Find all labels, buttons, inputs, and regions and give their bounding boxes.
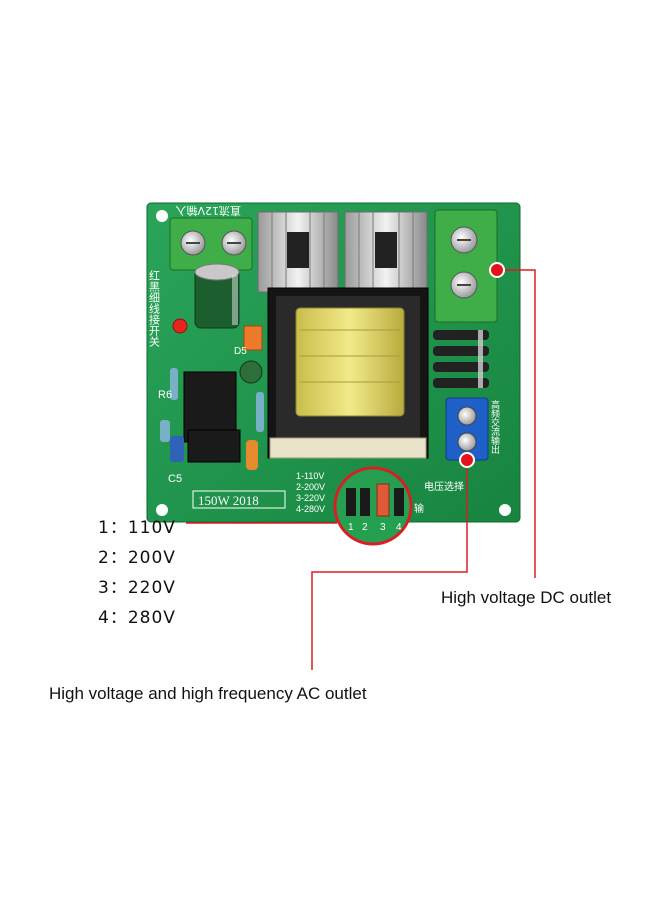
board-top-label: 直流12V输入 [175, 204, 241, 218]
dc-callout-line [497, 269, 536, 578]
jumper-option-1: 1-110V [296, 471, 324, 481]
board-d5-label: D5 [234, 346, 247, 357]
diodes [433, 330, 489, 388]
voltage-value: 220V [127, 578, 176, 598]
model-label-box: 150W 2018 [192, 490, 286, 509]
board-right-vertical-label: 高频交流输出 [489, 399, 500, 455]
input-terminal-block [169, 217, 253, 271]
heatsink-right [344, 211, 428, 293]
dc-output-terminal [434, 209, 498, 323]
voltage-item: 1：110V [98, 513, 176, 538]
callout-markers [459, 262, 505, 468]
output-char: 输 [414, 502, 424, 515]
voltage-num: 2： [98, 548, 128, 568]
voltage-item: 2：200V [98, 543, 176, 568]
pin-number-4: 4 [396, 522, 402, 533]
pin-number-3: 3 [380, 522, 386, 533]
jumper-option-2: 2-200V [296, 482, 325, 492]
jumper-magnifier: 1 2 3 4 [333, 466, 413, 546]
voltage-num: 4： [98, 608, 128, 628]
voltage-value: 280V [127, 608, 176, 628]
jumper-title: 电压选择 [424, 480, 464, 493]
board-c5-label: C5 [168, 473, 182, 485]
dc-outlet-label: High voltage DC outlet [441, 588, 612, 607]
ac-marker-dot [459, 452, 475, 468]
jumper-option-3: 3-220V [296, 493, 325, 503]
board-left-vertical-label: 红黑细线接开关 [148, 270, 161, 348]
pin-number-2: 2 [362, 522, 368, 533]
voltage-num: 3： [98, 578, 128, 598]
transformer [267, 287, 429, 459]
voltage-value: 110V [127, 518, 176, 538]
voltage-item: 4：280V [98, 603, 176, 628]
callout-lines [186, 269, 536, 670]
electrolytic-capacitor [194, 263, 240, 329]
voltage-item: 3：220V [98, 573, 176, 598]
dc-marker-dot [489, 262, 505, 278]
ac-output-terminal [445, 397, 489, 461]
pin-number-1: 1 [348, 522, 354, 533]
small-components [160, 318, 264, 470]
ic-chips [183, 325, 263, 463]
board-r6-label: R6 [158, 389, 172, 401]
voltage-value: 200V [127, 548, 176, 568]
model-label: 150W 2018 [198, 493, 259, 508]
ac-outlet-label: High voltage and high frequency AC outle… [49, 684, 367, 703]
jumper-option-4: 4-280V [296, 504, 325, 514]
ac-terminal-callout-line [311, 460, 468, 670]
voltage-num: 1： [98, 518, 128, 538]
heatsink-left [257, 211, 339, 293]
jumper-options-text: 1-110V 2-200V 3-220V 4-280V [296, 471, 325, 514]
